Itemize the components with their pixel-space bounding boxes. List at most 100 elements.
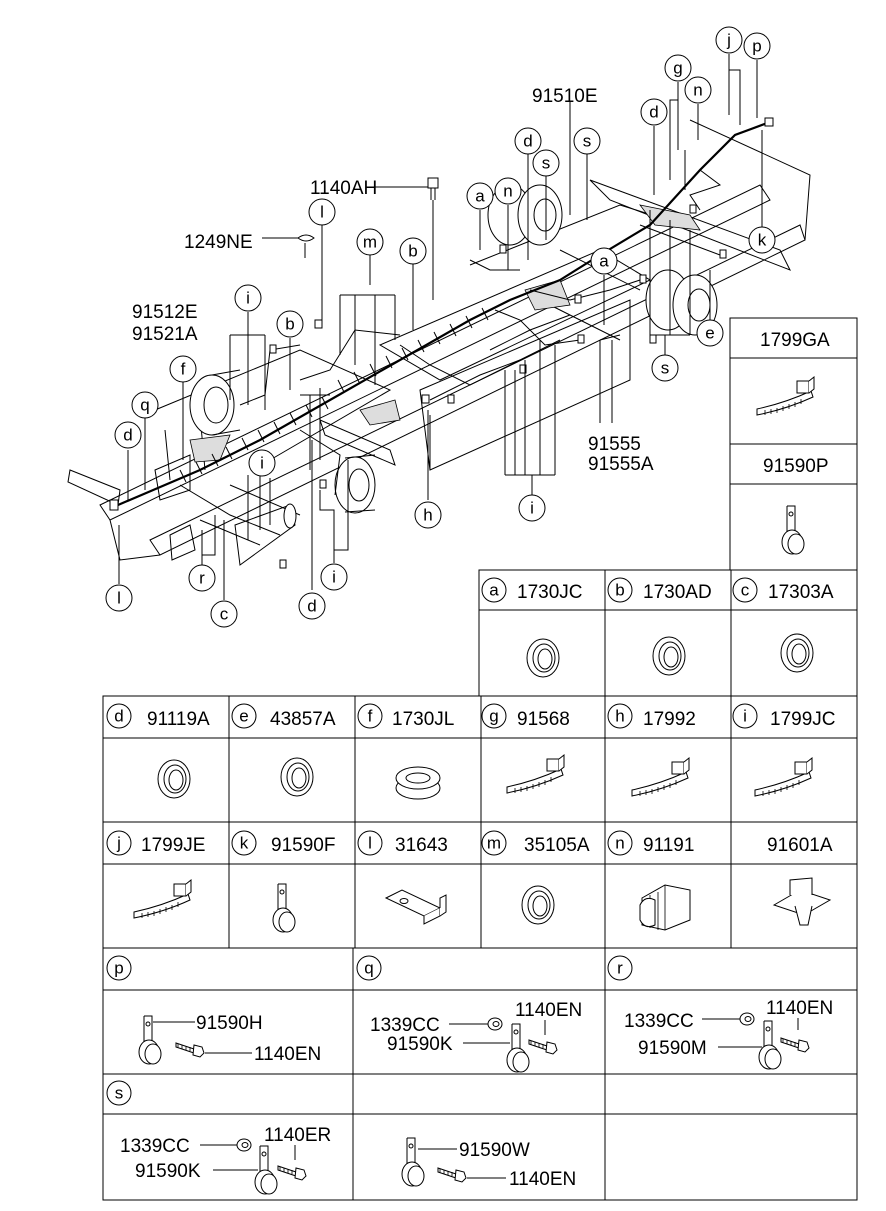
callout-b: b xyxy=(399,237,427,265)
svg-text:m: m xyxy=(487,834,501,853)
callout-s: s xyxy=(532,149,560,177)
svg-text:c: c xyxy=(220,605,229,624)
cell-b: b 1730AD xyxy=(607,577,712,676)
code-91601a: 91601A xyxy=(767,835,833,856)
cell-q: q 1339CC 1140EN 91590K xyxy=(356,955,582,1073)
diagram-letters: j p g n d s d s a n l m b a k e s i b f … xyxy=(105,26,776,628)
cell-g: g 91568 xyxy=(481,703,570,794)
svg-text:d: d xyxy=(114,707,123,726)
svg-text:a: a xyxy=(475,187,485,206)
code-91119a: 91119A xyxy=(147,709,210,730)
svg-text:b: b xyxy=(408,242,417,261)
cell-l: l 31643 xyxy=(357,830,448,925)
svg-text:l: l xyxy=(117,589,121,608)
code-35105a: 35105A xyxy=(524,835,590,856)
callout-i: i xyxy=(248,449,276,477)
svg-text:i: i xyxy=(260,454,264,473)
callout-h: h xyxy=(414,501,442,529)
svg-text:i: i xyxy=(332,568,336,587)
label-91510e: 91510E xyxy=(532,86,598,107)
svg-text:q: q xyxy=(140,396,149,415)
wheel-rear-right xyxy=(645,269,718,336)
cell-d: d 91119A xyxy=(106,703,210,799)
label-1249ne: 1249NE xyxy=(184,232,253,253)
callout-d: d xyxy=(640,98,668,126)
svg-text:a: a xyxy=(489,581,499,600)
cell-91590w: 91590W 1140EN xyxy=(401,1137,576,1190)
callout-j: j xyxy=(715,26,743,54)
label-91512e: 91512E xyxy=(132,302,198,323)
code-1730ad: 1730AD xyxy=(643,582,712,603)
svg-text:s: s xyxy=(115,1084,124,1103)
svg-text:j: j xyxy=(116,834,121,853)
code-1730jc: 1730JC xyxy=(517,582,583,603)
svg-text:g: g xyxy=(673,59,682,78)
cell-c: c 17303A xyxy=(732,577,834,673)
code-1140en: 1140EN xyxy=(254,1044,321,1065)
svg-text:n: n xyxy=(503,182,512,201)
callout-e: e xyxy=(696,319,724,347)
svg-text:r: r xyxy=(617,959,623,978)
svg-text:h: h xyxy=(615,707,624,726)
frame-drawing xyxy=(67,117,811,569)
code-1339cc: 1339CC xyxy=(120,1136,190,1157)
callout-l: l xyxy=(308,198,336,226)
code-91590w: 91590W xyxy=(459,1140,530,1161)
code-1339cc: 1339CC xyxy=(370,1015,440,1036)
callout-a: a xyxy=(590,247,618,275)
svg-text:e: e xyxy=(705,324,714,343)
code-91590k: 91590K xyxy=(387,1034,453,1055)
callout-n: n xyxy=(684,76,712,104)
callout-n: n xyxy=(494,177,522,205)
svg-text:q: q xyxy=(364,959,373,978)
cell-s: s 1339CC 1140ER 91590K xyxy=(106,1080,331,1195)
code-91590h: 91590H xyxy=(196,1013,263,1034)
callout-a: a xyxy=(466,182,494,210)
callout-b: b xyxy=(276,310,304,338)
callout-d: d xyxy=(514,127,542,155)
bracket-icon xyxy=(384,889,447,925)
svg-text:d: d xyxy=(649,103,658,122)
code-1799ga: 1799GA xyxy=(760,330,830,351)
code-1140er: 1140ER xyxy=(264,1125,331,1146)
washer-icon xyxy=(487,1017,503,1031)
svg-text:s: s xyxy=(583,132,592,151)
code-91590f: 91590F xyxy=(271,835,335,856)
clip-icon xyxy=(639,884,691,931)
code-31643: 31643 xyxy=(395,835,448,856)
code-1140en: 1140EN xyxy=(515,1000,582,1021)
code-91568: 91568 xyxy=(517,709,570,730)
grommet-icon xyxy=(652,636,686,676)
svg-text:j: j xyxy=(726,31,731,50)
label-91555: 91555 xyxy=(588,434,641,455)
callout-s: s xyxy=(651,354,679,382)
callout-k: k xyxy=(748,226,776,254)
callout-g: g xyxy=(664,54,692,82)
svg-text:f: f xyxy=(181,360,186,379)
svg-text:n: n xyxy=(615,834,624,853)
callout-p: p xyxy=(743,32,771,60)
svg-text:a: a xyxy=(599,252,609,271)
grommet-icon xyxy=(280,757,314,797)
washer-icon xyxy=(236,1138,252,1152)
svg-text:h: h xyxy=(423,506,432,525)
svg-text:b: b xyxy=(285,315,294,334)
code-17992: 17992 xyxy=(643,709,696,730)
svg-text:r: r xyxy=(199,569,205,588)
svg-text:k: k xyxy=(240,834,249,853)
cell-p: p 91590H 1140EN xyxy=(106,955,321,1065)
callout-i: i xyxy=(320,563,348,591)
cell-r: r 1339CC 1140EN 91590M xyxy=(607,955,833,1070)
code-1140en: 1140EN xyxy=(766,998,833,1019)
svg-text:e: e xyxy=(239,707,248,726)
cell-91601a: 91601A xyxy=(767,835,833,926)
svg-text:f: f xyxy=(368,707,373,726)
callout-i: i xyxy=(234,284,262,312)
code-91590m: 91590M xyxy=(638,1038,707,1059)
cell-h: h 17992 xyxy=(607,703,696,797)
svg-text:i: i xyxy=(246,289,250,308)
cell-a: a 1730JC xyxy=(481,577,583,678)
grommet-icon xyxy=(780,633,814,673)
cell-f: f 1730JL xyxy=(357,703,454,800)
